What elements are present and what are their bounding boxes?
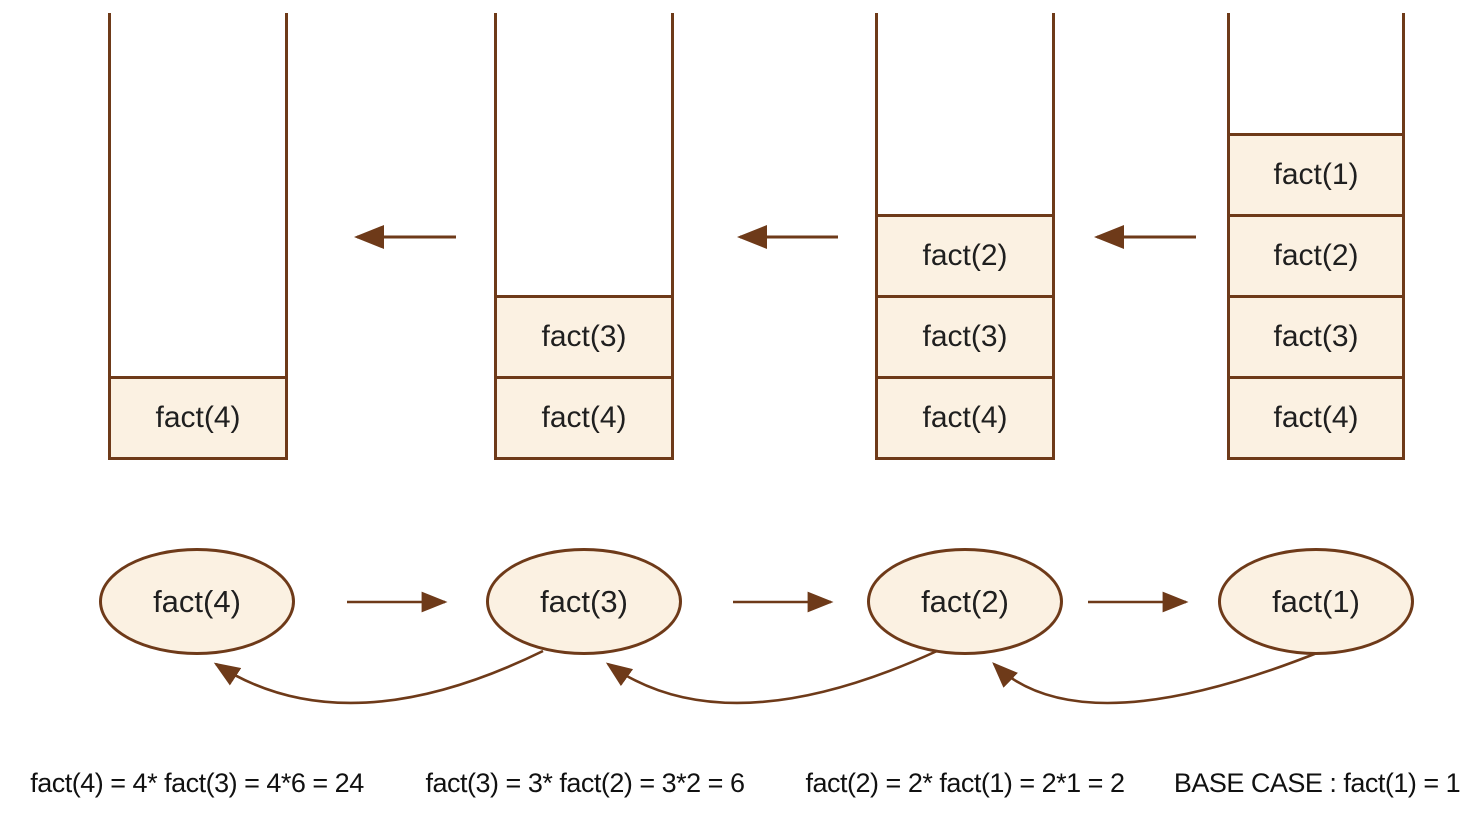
stack-frame: fact(4) bbox=[878, 376, 1052, 457]
stack-frame: fact(2) bbox=[1230, 214, 1402, 295]
stack-frame: fact(1) bbox=[1230, 133, 1402, 214]
call-node-fact2: fact(2) bbox=[867, 548, 1063, 655]
call-node-fact1: fact(1) bbox=[1218, 548, 1414, 655]
stack-frame: fact(4) bbox=[497, 376, 671, 457]
call-node-fact3: fact(3) bbox=[486, 548, 682, 655]
stack-frame: fact(3) bbox=[1230, 295, 1402, 376]
stack-frame: fact(2) bbox=[878, 214, 1052, 295]
call-stack-step-2: fact(3) fact(4) bbox=[494, 13, 674, 460]
stack-frame: fact(3) bbox=[878, 295, 1052, 376]
call-stack-step-3: fact(2) fact(3) fact(4) bbox=[875, 13, 1055, 460]
formula-fact3: fact(3) = 3* fact(2) = 3*2 = 6 bbox=[425, 768, 745, 798]
return-arrow-icon bbox=[213, 649, 544, 705]
call-stack-step-4: fact(1) fact(2) fact(3) fact(4) bbox=[1227, 13, 1405, 460]
call-node-fact4: fact(4) bbox=[99, 548, 295, 655]
stack-frame: fact(4) bbox=[111, 376, 285, 457]
formula-fact2: fact(2) = 2* fact(1) = 2*1 = 2 bbox=[805, 768, 1125, 798]
formula-base-case: BASE CASE : fact(1) = 1 bbox=[1173, 768, 1461, 798]
return-arrow-icon bbox=[992, 649, 1323, 705]
stack-frame: fact(3) bbox=[497, 295, 671, 376]
call-stack-step-1: fact(4) bbox=[108, 13, 288, 460]
return-arrow-icon bbox=[605, 649, 938, 705]
stack-frame: fact(4) bbox=[1230, 376, 1402, 457]
formula-fact4: fact(4) = 4* fact(3) = 4*6 = 24 bbox=[30, 768, 364, 798]
